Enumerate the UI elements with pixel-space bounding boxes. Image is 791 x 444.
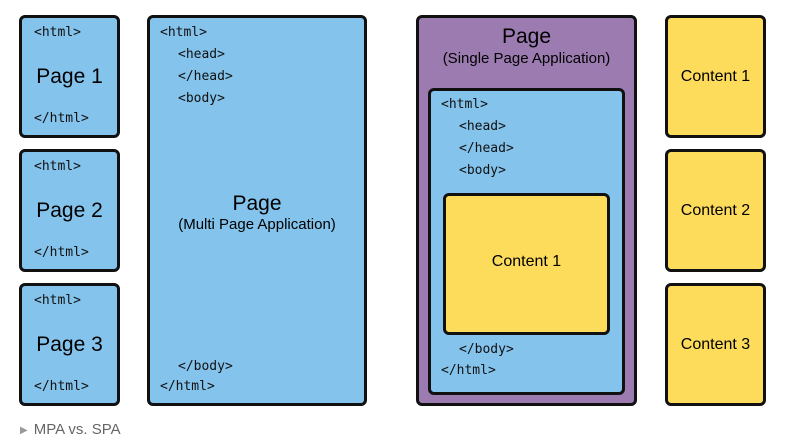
body-close-tag: </body>: [178, 359, 233, 374]
figure-caption: ▶ MPA vs. SPA: [20, 421, 121, 438]
mpa-page-2: <html> Page 2 </html>: [19, 149, 120, 272]
mpa-page-1: <html> Page 1 </html>: [19, 15, 120, 138]
html-open-tag: <html>: [34, 159, 81, 174]
spa-page: Page (Single Page Application) <html> <h…: [416, 15, 637, 406]
mpa-page-subtitle: (Multi Page Application): [178, 216, 336, 233]
caption-text: MPA vs. SPA: [33, 421, 121, 438]
spa-html-document: <html> <head> </head> <body> Content 1 <…: [428, 88, 625, 395]
page-title: Page 1: [36, 65, 103, 88]
content-box-1: Content 1: [665, 15, 766, 138]
html-close-tag: </html>: [34, 245, 89, 260]
html-open-tag: <html>: [160, 25, 207, 40]
spa-page-title: Page: [501, 25, 552, 48]
body-open-tag: <body>: [178, 91, 225, 106]
page-title: Page 3: [36, 333, 103, 356]
html-open-tag: <html>: [34, 293, 81, 308]
spa-page-subtitle: (Single Page Application): [442, 50, 611, 67]
html-open-tag: <html>: [34, 25, 81, 40]
head-open-tag: <head>: [178, 47, 225, 62]
content-box-2: Content 2: [665, 149, 766, 272]
content-box-3: Content 3: [665, 283, 766, 406]
body-open-tag: <body>: [459, 163, 506, 178]
mpa-page-title: Page: [232, 192, 282, 215]
spa-content-label: Content 1: [491, 253, 562, 270]
html-close-tag: </html>: [441, 363, 496, 378]
html-close-tag: </html>: [160, 379, 215, 394]
html-close-tag: </html>: [34, 111, 89, 126]
content-label: Content 1: [680, 68, 751, 85]
mpa-page: <html> <head> </head> <body> Page (Multi…: [147, 15, 367, 406]
content-label: Content 2: [680, 202, 751, 219]
head-close-tag: </head>: [178, 69, 233, 84]
mpa-page-3: <html> Page 3 </html>: [19, 283, 120, 406]
body-close-tag: </body>: [459, 342, 514, 357]
head-open-tag: <head>: [459, 119, 506, 134]
page-title: Page 2: [36, 199, 103, 222]
html-open-tag: <html>: [441, 97, 488, 112]
head-close-tag: </head>: [459, 141, 514, 156]
content-label: Content 3: [680, 336, 751, 353]
html-close-tag: </html>: [34, 379, 89, 394]
triangle-bullet-icon: ▶: [20, 425, 28, 436]
spa-content-box: Content 1: [443, 193, 610, 335]
